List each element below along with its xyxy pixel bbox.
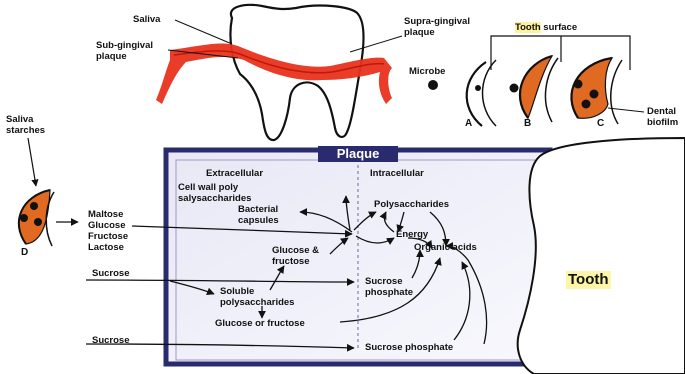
node-sucrose-phosphate-1: Sucrose phosphate <box>365 276 413 298</box>
label-dental-biofilm: Dental biofilm <box>647 106 678 128</box>
label-intracellular: Intracellular <box>370 168 424 179</box>
node-cell-wall-polysaccharides: Cell wall poly salysaccharides <box>178 182 251 204</box>
biofilm-stage-d <box>19 138 78 246</box>
saliva-pointer <box>175 20 232 44</box>
node-glucose-or-fructose: Glucose or fructose <box>215 318 305 329</box>
node-soluble-polysaccharides: Soluble polysaccharides <box>220 286 294 308</box>
label-tooth-surface-suffix: surface <box>541 22 577 33</box>
biofilm-stage-a <box>467 60 496 126</box>
label-saliva: Saliva <box>133 14 160 25</box>
label-stage-a: A <box>465 118 472 129</box>
label-stage-c: C <box>597 118 604 129</box>
label-microbe: Microbe <box>409 66 445 77</box>
label-sub-gingival-plaque: Sub-gingival plaque <box>96 40 153 62</box>
node-energy: Energy <box>396 229 428 240</box>
node-glucose-and-fructose: Glucose & fructose <box>272 245 319 267</box>
molar-tooth-illustration <box>156 5 402 140</box>
label-tooth-surface-highlight: Tooth <box>515 22 541 33</box>
node-organic-acids: Organic acids <box>414 242 477 253</box>
plaque-title: Plaque <box>318 147 398 161</box>
node-sugars: Maltose Glucose Fructose Lactose <box>88 209 128 253</box>
label-saliva-starches: Saliva starches <box>6 114 45 136</box>
label-stage-d: D <box>21 247 28 258</box>
label-tooth-surface: Tooth surface <box>515 22 577 33</box>
microbe-dot <box>428 80 438 90</box>
node-sucrose-1: Sucrose <box>92 268 130 279</box>
node-sucrose-phosphate-2: Sucrose phosphate <box>365 342 453 353</box>
biofilm-stage-b <box>510 56 559 122</box>
tooth-body <box>518 138 685 374</box>
label-tooth: Tooth <box>566 271 611 289</box>
label-supra-gingival-plaque: Supra-gingival plaque <box>404 16 470 38</box>
label-extracellular: Extracellular <box>206 168 263 179</box>
node-polysaccharides: Polysaccharides <box>374 199 449 210</box>
biofilm-stage-c <box>571 58 644 124</box>
node-bacterial-capsules: Bacterial capsules <box>238 204 279 226</box>
node-sucrose-2: Sucrose <box>92 335 130 346</box>
label-stage-b: B <box>524 118 531 129</box>
